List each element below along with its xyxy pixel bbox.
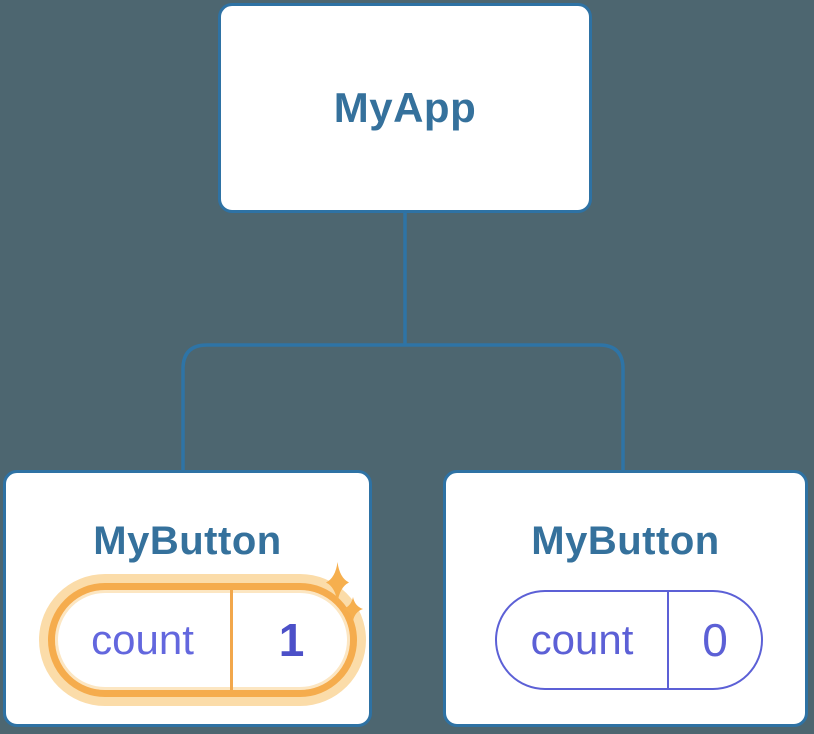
node-mybutton-right-label: MyButton <box>531 519 720 563</box>
node-mybutton-right: MyButton count 0 <box>443 470 808 727</box>
sparkle-small-icon <box>343 597 363 621</box>
connector-branch-bracket <box>181 343 625 478</box>
state-key-label: count <box>55 590 233 690</box>
state-value: 0 <box>702 614 728 666</box>
node-mybutton-left: MyButton count 1 <box>3 470 372 727</box>
state-key-label: count <box>497 592 669 688</box>
state-pill-highlighted: count 1 <box>48 583 357 697</box>
state-value: 1 <box>278 614 305 666</box>
node-myapp-label: MyApp <box>333 84 477 131</box>
node-mybutton-left-label: MyButton <box>93 519 282 563</box>
state-pill-plain: count 0 <box>495 590 763 690</box>
sparkle-large-icon <box>326 562 349 603</box>
node-myapp: MyApp <box>218 3 592 213</box>
